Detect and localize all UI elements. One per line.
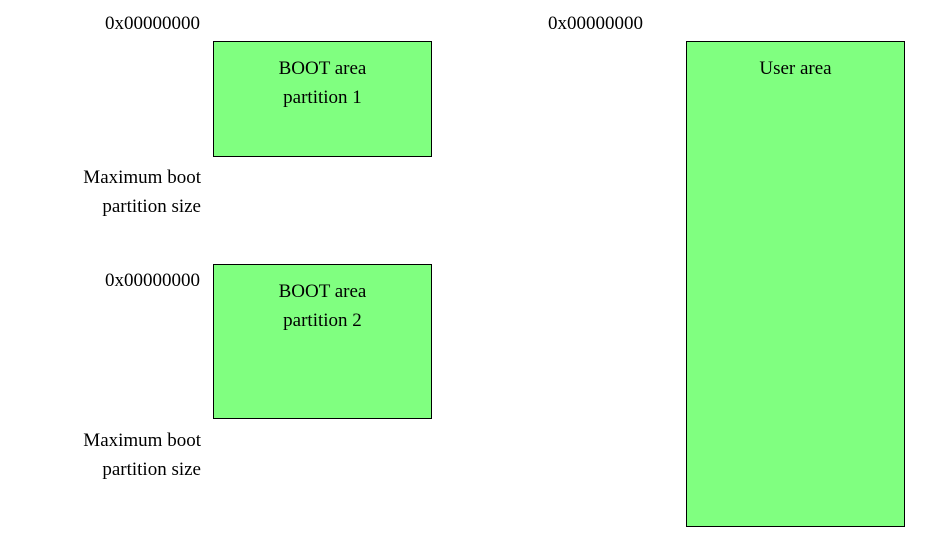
boot-partition-2-start-address: 0x00000000: [105, 270, 200, 291]
boot-partition-1-title-line-1: BOOT area: [278, 58, 367, 79]
boot-partition-2-title-line-1: BOOT area: [278, 281, 367, 302]
boot-area-partition-2: BOOT area partition 2: [213, 264, 432, 419]
boot-partition-1-title-line-2: partition 1: [283, 87, 362, 108]
user-area-start-address: 0x00000000: [548, 13, 643, 34]
boot-partition-1-max-size-label: Maximum boot partition size: [20, 163, 201, 221]
boot-partition-1-max-size-line-2: partition size: [102, 196, 201, 217]
boot-partition-2-title-line-2: partition 2: [283, 310, 362, 331]
boot-area-partition-1: BOOT area partition 1: [213, 41, 432, 157]
boot-partition-2-max-size-label: Maximum boot partition size: [20, 426, 201, 484]
user-area-title: User area: [759, 58, 832, 79]
boot-partition-2-max-size-line-1: Maximum boot: [83, 430, 201, 451]
boot-partition-1-max-size-line-1: Maximum boot: [83, 167, 201, 188]
boot-partition-1-start-address: 0x00000000: [105, 13, 200, 34]
user-area: User area: [686, 41, 905, 527]
boot-partition-2-max-size-line-2: partition size: [102, 459, 201, 480]
